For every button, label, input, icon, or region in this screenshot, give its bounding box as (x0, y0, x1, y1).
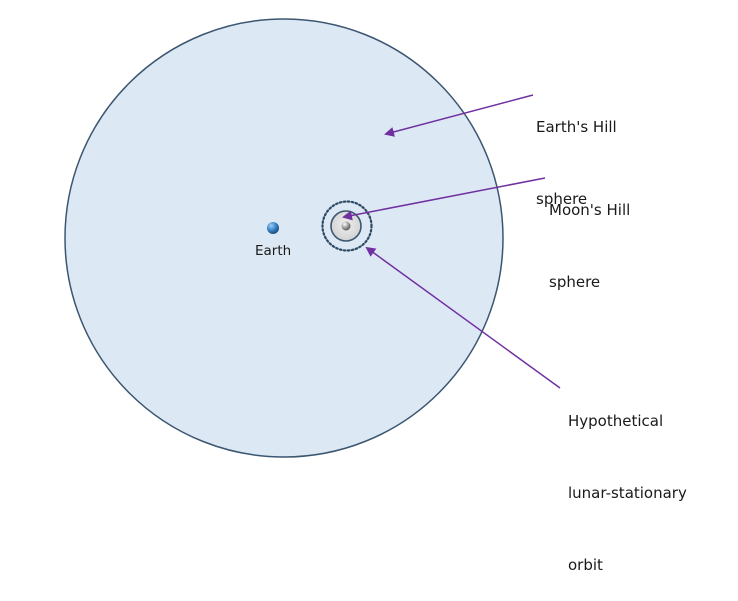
earth-hill-sphere-label-line2: sphere (536, 190, 588, 208)
lunar-stationary-orbit-label-line3: orbit (568, 556, 603, 574)
moon-hill-sphere-label: Moon's Hill sphere (549, 150, 630, 318)
lunar-stationary-orbit (321, 200, 373, 252)
moon-hill-sphere-label-line1: Moon's Hill (549, 201, 631, 219)
moon-icon (341, 221, 351, 231)
lunar-stationary-orbit-label-line1: Hypothetical (568, 412, 664, 430)
earth-icon (267, 222, 279, 234)
earth-hill-sphere (64, 18, 504, 458)
earth-label: Earth (255, 243, 292, 259)
lunar-stationary-orbit-label: Hypothetical lunar-stationary orbit (568, 361, 687, 601)
arrow-earth-hill-sphere (384, 94, 534, 137)
arrow-lunar-stationary-orbit (365, 246, 561, 389)
moon-hill-sphere-label-line2: sphere (549, 273, 601, 291)
diagram-canvas (64, 18, 561, 458)
earth-hill-sphere-label-line1: Earth's Hill (536, 118, 617, 136)
earth-hill-sphere-label: Earth's Hill sphere (536, 67, 617, 235)
lunar-stationary-orbit-label-line2: lunar-stationary (568, 484, 687, 502)
arrow-moon-hill-sphere (342, 177, 546, 221)
